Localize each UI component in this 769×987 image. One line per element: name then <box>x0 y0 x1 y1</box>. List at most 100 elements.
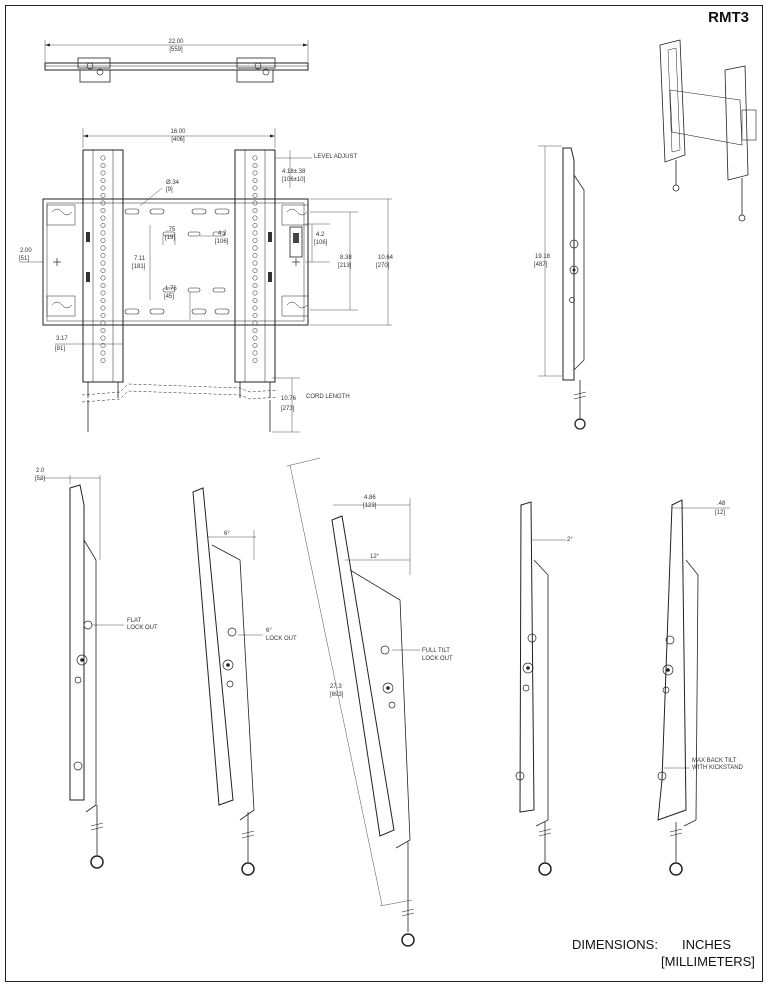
slot-75-mm-label: [19] <box>165 235 175 241</box>
rail-hole <box>252 313 258 318</box>
tilt-view-back: .48 [12] MAX BACK TILT WITH KICKSTAND <box>657 499 744 876</box>
cable-break-marks <box>90 391 683 917</box>
full-depth-mm-label: [123] <box>363 503 377 509</box>
rail-hole <box>100 200 106 206</box>
rail-hole <box>252 185 258 191</box>
slot-42-mm-label: [106] <box>215 239 229 245</box>
rail-hole <box>252 178 258 183</box>
rail-hole <box>252 253 258 258</box>
rail-hole <box>252 200 258 206</box>
height-1064-label: 10.64 <box>378 255 394 261</box>
slot-42-label: 4.2 <box>218 231 227 237</box>
rail-hole <box>252 275 258 281</box>
top-view-left-bracket <box>77 57 111 83</box>
six-label1: 6° <box>266 628 272 634</box>
rail-hole <box>100 298 106 303</box>
foot-317-mm-label: [81] <box>55 346 65 352</box>
right-side-plate <box>281 204 309 317</box>
rail-hole <box>100 268 106 273</box>
full-angle-label: 12° <box>370 554 380 560</box>
cord-length-label: CORD LENGTH <box>306 394 350 400</box>
full-length-label: 27.3 <box>330 684 342 690</box>
rail-hole <box>100 320 106 326</box>
full-label1: FULL TILT <box>422 648 450 654</box>
rail-hole <box>252 155 258 161</box>
left-200-label: 2.00 <box>20 248 32 254</box>
flat-label2: LOCK OUT <box>127 625 158 631</box>
left-side-plate <box>46 204 76 317</box>
front-view: 16.00 [406] Ø.34 [9] LEVEL ADJUST 4.18±.… <box>19 128 394 433</box>
top-view-width-dim: 22.00 [559] <box>44 39 309 62</box>
flat-depth-label: 2.0 <box>36 468 45 474</box>
height-711-mm-label: [181] <box>132 264 146 270</box>
rail-hole <box>100 275 106 281</box>
rail-hole <box>100 185 106 191</box>
rail-hole <box>100 155 106 161</box>
rail-hole <box>100 305 106 311</box>
full-length-mm-label: [693] <box>330 692 344 698</box>
foot-317-label: 3.17 <box>56 336 68 342</box>
rail-hole <box>252 350 258 356</box>
rail-hole <box>100 335 106 341</box>
rail-hole <box>252 328 258 333</box>
rail-hole <box>100 283 106 288</box>
gap-176-mm-label: [45] <box>164 294 174 300</box>
model-title: RMT3 <box>708 9 749 26</box>
iso-view <box>659 39 757 222</box>
rail-hole <box>252 163 258 168</box>
level-value-label: 4.18±.38 <box>282 169 306 175</box>
rail-hole <box>252 343 258 348</box>
full-depth-label: 4.86 <box>364 495 376 501</box>
rail-hole <box>100 208 106 213</box>
rail-hole <box>252 215 258 221</box>
flat-label1: FLAT <box>127 618 142 624</box>
rail-hole <box>252 238 258 243</box>
plate-slots <box>124 208 230 315</box>
back-label1: MAX BACK TILT <box>692 758 737 764</box>
dimensions-label: DIMENSIONS: <box>572 937 658 952</box>
side-height-mm-label: [487] <box>534 262 548 268</box>
tilt-view-full: 4.86 [123] 12° FULL TILT LOCK OUT 27.3 [… <box>286 457 453 947</box>
rail-hole <box>100 193 106 198</box>
rail-hole <box>252 260 258 266</box>
height-1064-mm-label: [270] <box>376 263 390 269</box>
rail-hole <box>252 268 258 273</box>
overall-width-label: 16.00 <box>170 129 186 135</box>
rail-hole <box>252 335 258 341</box>
rail-hole <box>100 253 106 258</box>
side-height-dim: 19.18 [487] <box>534 145 562 377</box>
rail-hole <box>100 260 106 266</box>
rail-hole <box>100 178 106 183</box>
top-view: 22.00 [559] <box>44 39 309 83</box>
rail-hole <box>252 298 258 303</box>
rail-hole <box>252 283 258 288</box>
flat-depth-mm-label: [52] <box>35 476 45 482</box>
right-rail <box>234 149 276 432</box>
rail-42-mm-label: [106] <box>314 240 328 246</box>
tilt-view-2deg: 2° <box>515 501 573 876</box>
left-200-mm-label: [51] <box>19 256 29 262</box>
units-alt-label: [MILLIMETERS] <box>661 954 755 969</box>
cord-value-mm-label: [273] <box>281 406 295 412</box>
height-711-label: 7.11 <box>134 256 146 262</box>
side-view: 19.18 [487] <box>534 145 586 430</box>
two-angle-label: 2° <box>567 537 573 543</box>
back-depth-label: .48 <box>717 501 726 507</box>
rail-hole <box>252 358 258 363</box>
units-label: INCHES <box>681 937 732 952</box>
six-label2: LOCK OUT <box>266 636 297 642</box>
hole-dia-mm-label: [9] <box>166 187 173 193</box>
slot-75-label: .75 <box>167 227 176 233</box>
overall-width-mm-label: [406] <box>171 137 185 143</box>
rail-hole <box>100 313 106 318</box>
rail-hole <box>100 223 106 228</box>
rail-hole <box>100 230 106 236</box>
height-838-label: 8.38 <box>340 255 352 261</box>
back-depth-mm-label: [12] <box>715 510 725 516</box>
top-width-mm-label: [559] <box>169 47 183 53</box>
rail-hole <box>100 358 106 363</box>
rail-hole <box>100 350 106 356</box>
rail-hole <box>100 163 106 168</box>
